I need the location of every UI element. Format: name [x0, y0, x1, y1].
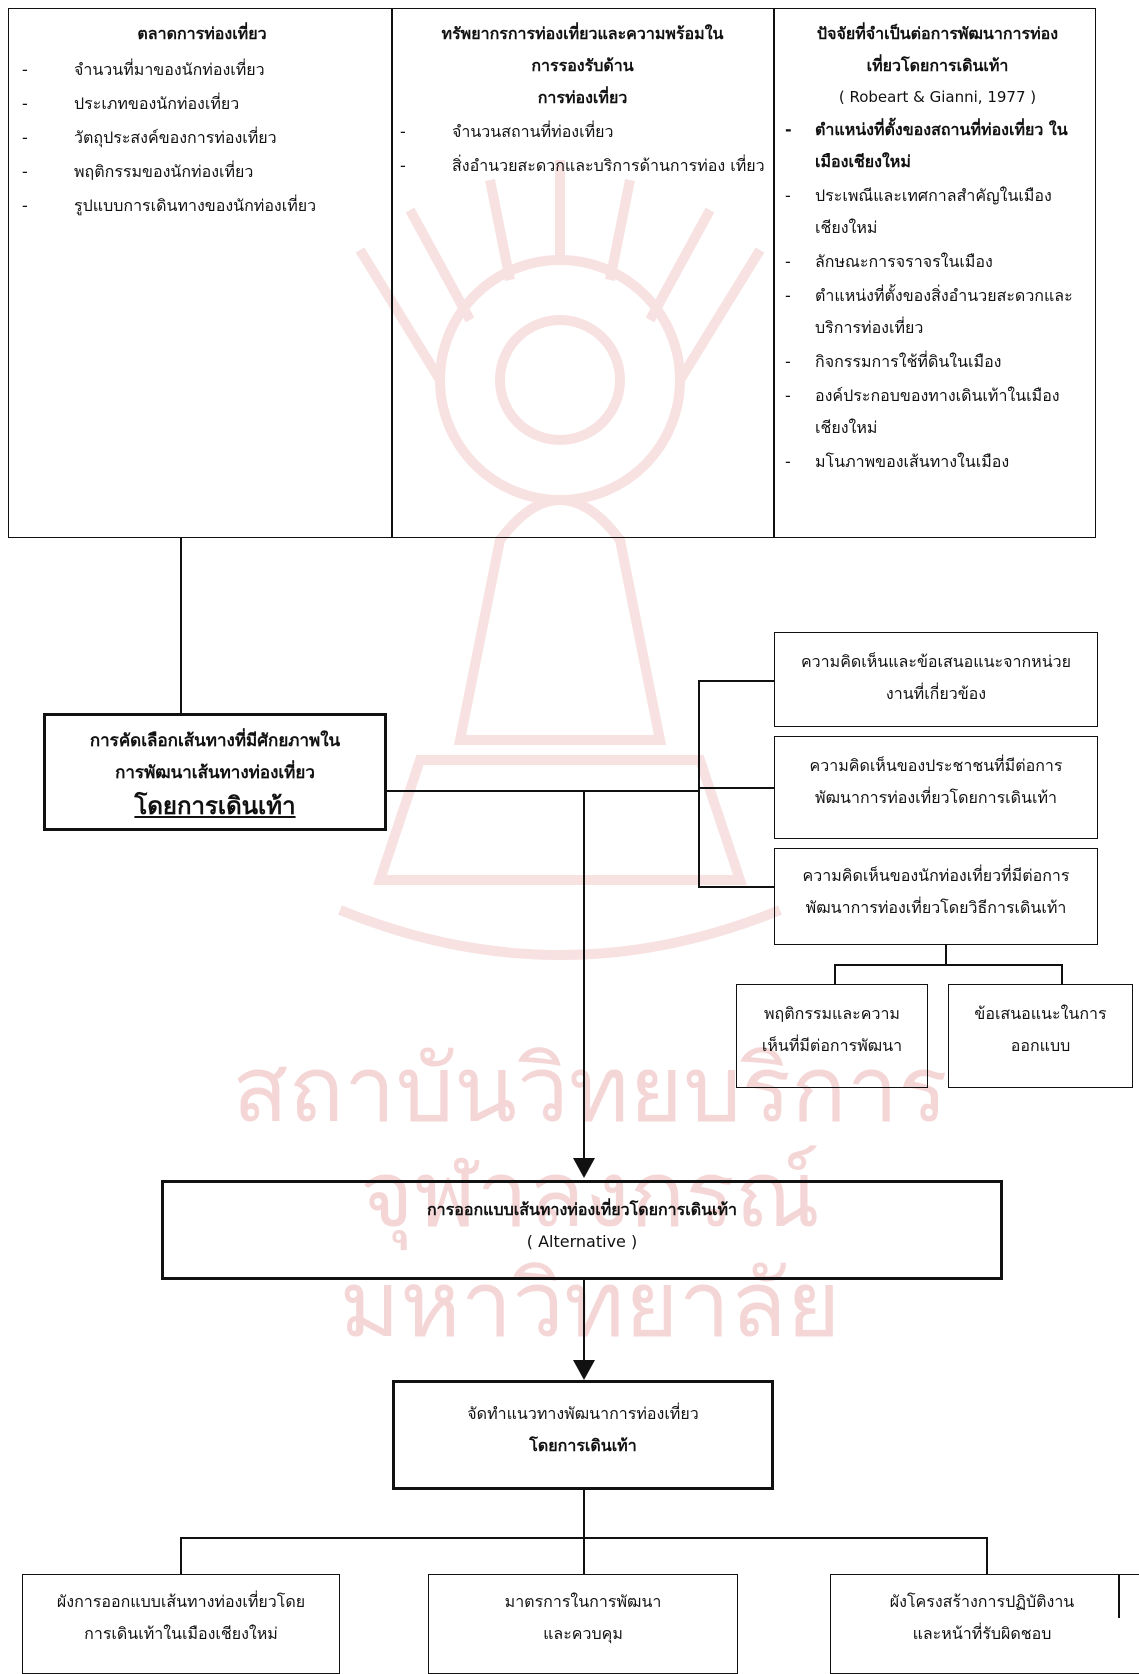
list-item: ตำแหน่งที่ตั้งของสถานที่ท่องเที่ยว ในเมื… — [785, 114, 1090, 178]
tourist-opinion-text: ความคิดเห็นของนักท่องเที่ยวที่มีต่อการ พ… — [802, 866, 1070, 917]
design-suggestion-box — [948, 984, 1133, 1088]
connector-design-to-guideline — [583, 1280, 585, 1362]
output-left-drop — [180, 1537, 182, 1575]
list-item: ประเภทของนักท่องเที่ยว — [22, 88, 382, 120]
top-table-divider-1 — [391, 8, 393, 538]
walking-factors-list: ตำแหน่งที่ตั้งของสถานที่ท่องเที่ยว ในเมื… — [785, 114, 1090, 478]
route-design-box — [161, 1180, 1003, 1280]
top-table — [8, 8, 1096, 538]
tourism-resources-column: ทรัพยากรการท่องเที่ยวและความพร้อมใน การร… — [400, 18, 765, 184]
route-plan-text: ผังการออกแบบเส้นทางท่องเที่ยวโดย การเดิน… — [56, 1592, 306, 1643]
tourism-market-column: ตลาดการท่องเที่ยว จำนวนที่มาของนักท่องเท… — [22, 18, 382, 224]
opinions-bracket-top — [698, 680, 774, 682]
arrow-down-icon — [573, 1158, 595, 1178]
list-item: กิจกรรมการใช้ที่ดินในเมือง — [785, 346, 1090, 378]
guideline-box — [392, 1380, 774, 1490]
route-design-text: การออกแบบเส้นทางท่องเที่ยวโดยการเดินเท้า… — [426, 1200, 738, 1251]
list-item: ลักษณะการจราจรในเมือง — [785, 246, 1090, 278]
tourism-resources-list: จำนวนสถานที่ท่องเที่ยว สิ่งอำนวยสะดวกและ… — [400, 116, 765, 182]
list-item: รูปแบบการเดินทางของนักท่องเที่ยว — [22, 190, 382, 222]
sub-opinion-branch — [834, 964, 1062, 966]
list-item: ประเพณีและเทศกาลสำคัญในเมือง เชียงใหม่ — [785, 180, 1090, 244]
tourist-opinion-stem — [945, 945, 947, 965]
guideline-stem — [583, 1490, 585, 1538]
org-structure-right-edge — [1118, 1574, 1120, 1618]
list-item: สิ่งอำนวยสะดวกและบริการด้านการท่อง เที่ย… — [400, 150, 765, 182]
output-center-drop — [583, 1537, 585, 1575]
sub-opinion-right-drop — [1061, 964, 1063, 984]
top-table-divider-2 — [773, 8, 775, 538]
walking-factors-heading: ปัจจัยที่จำเป็นต่อการพัฒนาการท่อง เที่ยว… — [816, 24, 1059, 75]
behavior-opinion-box — [736, 984, 928, 1088]
arrow-down-icon — [573, 1360, 595, 1380]
public-opinion-box — [774, 736, 1098, 839]
org-structure-text: ผังโครงสร้างการปฏิบัติงาน และหน้าที่รับผ… — [889, 1592, 1075, 1643]
list-item: จำนวนสถานที่ท่องเที่ยว — [400, 116, 765, 148]
output-right-drop — [986, 1537, 988, 1575]
list-item: ตำแหน่งที่ตั้งของสิ่งอำนวยสะดวกและ บริกา… — [785, 280, 1090, 344]
route-selection-box — [43, 713, 387, 831]
public-opinion-text: ความคิดเห็นของประชาชนที่มีต่อการ พัฒนากา… — [809, 756, 1063, 807]
opinions-bracket-mid — [698, 787, 774, 789]
walking-factors-column: ปัจจัยที่จำเป็นต่อการพัฒนาการท่อง เที่ยว… — [785, 18, 1090, 480]
list-item: องค์ประกอบของทางเดินเท้าในเมือง เชียงใหม… — [785, 380, 1090, 444]
list-item: มโนภาพของเส้นทางในเมือง — [785, 446, 1090, 478]
list-item: จำนวนที่มาของนักท่องเที่ยว — [22, 54, 382, 86]
behavior-opinion-text: พฤติกรรมและความ เห็นที่มีต่อการพัฒนา — [761, 1004, 903, 1055]
opinions-bracket-bottom — [698, 886, 774, 888]
connector-table-to-selection — [180, 538, 182, 714]
measures-text: มาตรการในการพัฒนา และควบคุม — [504, 1592, 662, 1643]
tourist-opinion-box — [774, 848, 1098, 945]
citation: ( Robeart & Gianni, 1977 ) — [838, 88, 1037, 106]
list-item: วัตถุประสงค์ของการท่องเที่ยว — [22, 122, 382, 154]
route-selection-text: การคัดเลือกเส้นทางที่มีศักยภาพใน การพัฒน… — [89, 731, 341, 820]
agency-opinion-box — [774, 632, 1098, 727]
connector-to-design — [583, 790, 585, 1160]
opinions-bracket — [698, 680, 700, 887]
agency-opinion-text: ความคิดเห็นและข้อเสนอแนะจากหน่วย งานที่เ… — [800, 652, 1072, 703]
tourism-resources-heading: ทรัพยากรการท่องเที่ยวและความพร้อมใน การร… — [441, 24, 724, 107]
guideline-text: จัดทำแนวทางพัฒนาการท่องเที่ยว โดยการเดิน… — [467, 1404, 699, 1455]
design-suggestion-text: ข้อเสนอแนะในการ ออกแบบ — [974, 1004, 1107, 1055]
sub-opinion-left-drop — [834, 964, 836, 984]
list-item: พฤติกรรมของนักท่องเที่ยว — [22, 156, 382, 188]
tourism-market-heading: ตลาดการท่องเที่ยว — [137, 24, 267, 43]
tourism-market-list: จำนวนที่มาของนักท่องเที่ยว ประเภทของนักท… — [22, 54, 382, 222]
connector-selection-to-opinions — [387, 790, 699, 792]
